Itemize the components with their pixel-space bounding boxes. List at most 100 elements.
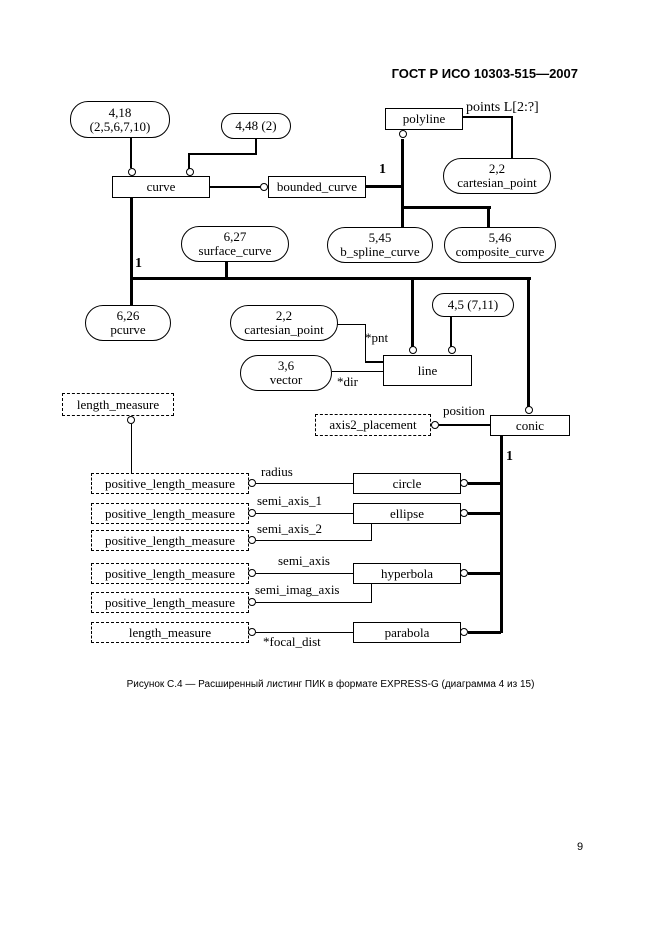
relation-circle bbox=[247, 628, 256, 636]
attribute-connector bbox=[370, 524, 372, 541]
attribute-connector bbox=[439, 424, 490, 426]
relation-circle bbox=[127, 167, 136, 176]
subtype-connector bbox=[468, 630, 501, 634]
entity-box-hyperbola: hyperbola bbox=[353, 563, 461, 584]
attribute-connector bbox=[364, 361, 384, 363]
page-ref-oval-vector: 3,6 vector bbox=[240, 355, 332, 391]
subtype-connector bbox=[130, 198, 133, 305]
type-box-positive-length-measure-3: positive_length_measure bbox=[91, 530, 249, 551]
attr-label-semi-imag-axis: semi_imag_axis bbox=[255, 582, 340, 597]
page-ref-oval-4-48: 4,48 (2) bbox=[221, 113, 291, 139]
attribute-connector bbox=[130, 424, 132, 473]
connector-line bbox=[188, 153, 257, 155]
connector-line bbox=[450, 317, 452, 347]
relation-circle bbox=[459, 569, 468, 577]
attribute-connector bbox=[256, 539, 372, 541]
relation-circle bbox=[247, 509, 256, 517]
oval-line2: vector bbox=[269, 372, 303, 387]
entity-box-conic: conic bbox=[490, 415, 570, 436]
type-box-length-measure-top: length_measure bbox=[62, 393, 174, 416]
relation-circle bbox=[247, 569, 256, 577]
type-box-positive-length-measure-4: positive_length_measure bbox=[91, 563, 249, 584]
entity-box-parabola: parabola bbox=[353, 622, 461, 643]
connector-line bbox=[188, 153, 190, 169]
subtype-connector bbox=[487, 206, 490, 227]
attr-label-focal-dist: *focal_dist bbox=[263, 634, 321, 649]
attribute-connector bbox=[332, 370, 383, 372]
subtype-connector bbox=[130, 277, 531, 280]
attr-label-semi-axis-2: semi_axis_2 bbox=[257, 521, 322, 536]
connector-line bbox=[511, 116, 513, 158]
relation-circle bbox=[408, 346, 417, 354]
relation-circle bbox=[430, 420, 439, 429]
attribute-connector bbox=[256, 631, 353, 633]
page-ref-oval-cartesian-point-mid: 2,2 cartesian_point bbox=[230, 305, 338, 341]
attribute-connector bbox=[370, 584, 372, 603]
subtype-connector bbox=[468, 571, 501, 575]
subtype-connector bbox=[468, 511, 501, 515]
page-ref-oval-cartesian-point-top: 2,2 cartesian_point bbox=[443, 158, 551, 194]
subtype-connector bbox=[468, 481, 501, 485]
type-box-length-measure-bottom: length_measure bbox=[91, 622, 249, 643]
oval-line2: composite_curve bbox=[455, 244, 545, 259]
attr-label-points: points L[2:?] bbox=[466, 100, 539, 115]
oval-line1: 6,26 bbox=[116, 308, 140, 323]
attribute-connector bbox=[256, 601, 372, 603]
relation-circle bbox=[459, 509, 468, 517]
entity-box-ellipse: ellipse bbox=[353, 503, 461, 524]
type-box-axis2-placement: axis2_placement bbox=[315, 414, 431, 436]
relation-circle bbox=[524, 406, 533, 414]
oval-line2: (2,5,6,7,10) bbox=[89, 118, 151, 134]
oval-line1: 4,5 (7,11) bbox=[447, 297, 499, 312]
subtype-connector bbox=[365, 185, 404, 188]
oval-line1: 4,48 (2) bbox=[235, 118, 277, 133]
subtype-connector bbox=[210, 185, 260, 188]
cardinality-label: 1 bbox=[506, 449, 513, 464]
attr-label-semi-axis-1: semi_axis_1 bbox=[257, 493, 322, 508]
subtype-connector bbox=[225, 261, 228, 278]
relation-circle bbox=[247, 536, 256, 544]
oval-line2: b_spline_curve bbox=[340, 244, 420, 259]
page-ref-oval-4-5: 4,5 (7,11) bbox=[432, 293, 514, 317]
connector-line bbox=[255, 139, 257, 155]
page-ref-oval-4-18: 4,18 (2,5,6,7,10) bbox=[70, 101, 170, 138]
type-box-positive-length-measure-2: positive_length_measure bbox=[91, 503, 249, 524]
relation-circle bbox=[126, 416, 135, 424]
type-box-positive-length-measure-1: positive_length_measure bbox=[91, 473, 249, 494]
oval-line2: cartesian_point bbox=[244, 322, 324, 337]
entity-box-line: line bbox=[383, 355, 472, 386]
oval-line1: 3,6 bbox=[277, 358, 295, 373]
oval-line1: 6,27 bbox=[223, 229, 247, 244]
relation-circle bbox=[459, 479, 468, 487]
relation-circle bbox=[447, 346, 456, 354]
oval-line1: 2,2 bbox=[488, 161, 506, 176]
subtype-connector bbox=[411, 277, 414, 347]
figure-caption: Рисунок С.4 — Расширенный листинг ПИК в … bbox=[126, 679, 535, 690]
subtype-connector bbox=[401, 139, 404, 228]
attribute-connector bbox=[337, 323, 366, 325]
relation-circle bbox=[459, 628, 468, 636]
attr-label-pnt: *pnt bbox=[365, 330, 389, 345]
cardinality-label: 1 bbox=[135, 256, 142, 271]
attr-label-semi-axis: semi_axis bbox=[278, 553, 330, 568]
cardinality-label: 1 bbox=[379, 162, 386, 177]
oval-line1: 5,46 bbox=[488, 230, 512, 245]
relation-circle bbox=[398, 130, 407, 138]
relation-circle bbox=[247, 598, 256, 606]
attr-label-dir: *dir bbox=[337, 374, 358, 389]
oval-line2: cartesian_point bbox=[457, 175, 537, 190]
relation-circle bbox=[259, 182, 268, 191]
oval-line2: pcurve bbox=[110, 322, 146, 337]
type-box-positive-length-measure-5: positive_length_measure bbox=[91, 592, 249, 613]
page-ref-oval-surface-curve: 6,27 surface_curve bbox=[181, 226, 289, 262]
relation-circle bbox=[185, 167, 194, 176]
subtype-connector bbox=[401, 206, 491, 209]
subtype-connector bbox=[500, 436, 503, 633]
relation-circle bbox=[247, 479, 256, 487]
subtype-connector bbox=[527, 277, 530, 407]
page-ref-oval-pcurve: 6,26 pcurve bbox=[85, 305, 171, 341]
page-ref-oval-b-spline-curve: 5,45 b_spline_curve bbox=[327, 227, 433, 263]
connector-line bbox=[463, 116, 513, 118]
connector-line bbox=[130, 137, 132, 168]
